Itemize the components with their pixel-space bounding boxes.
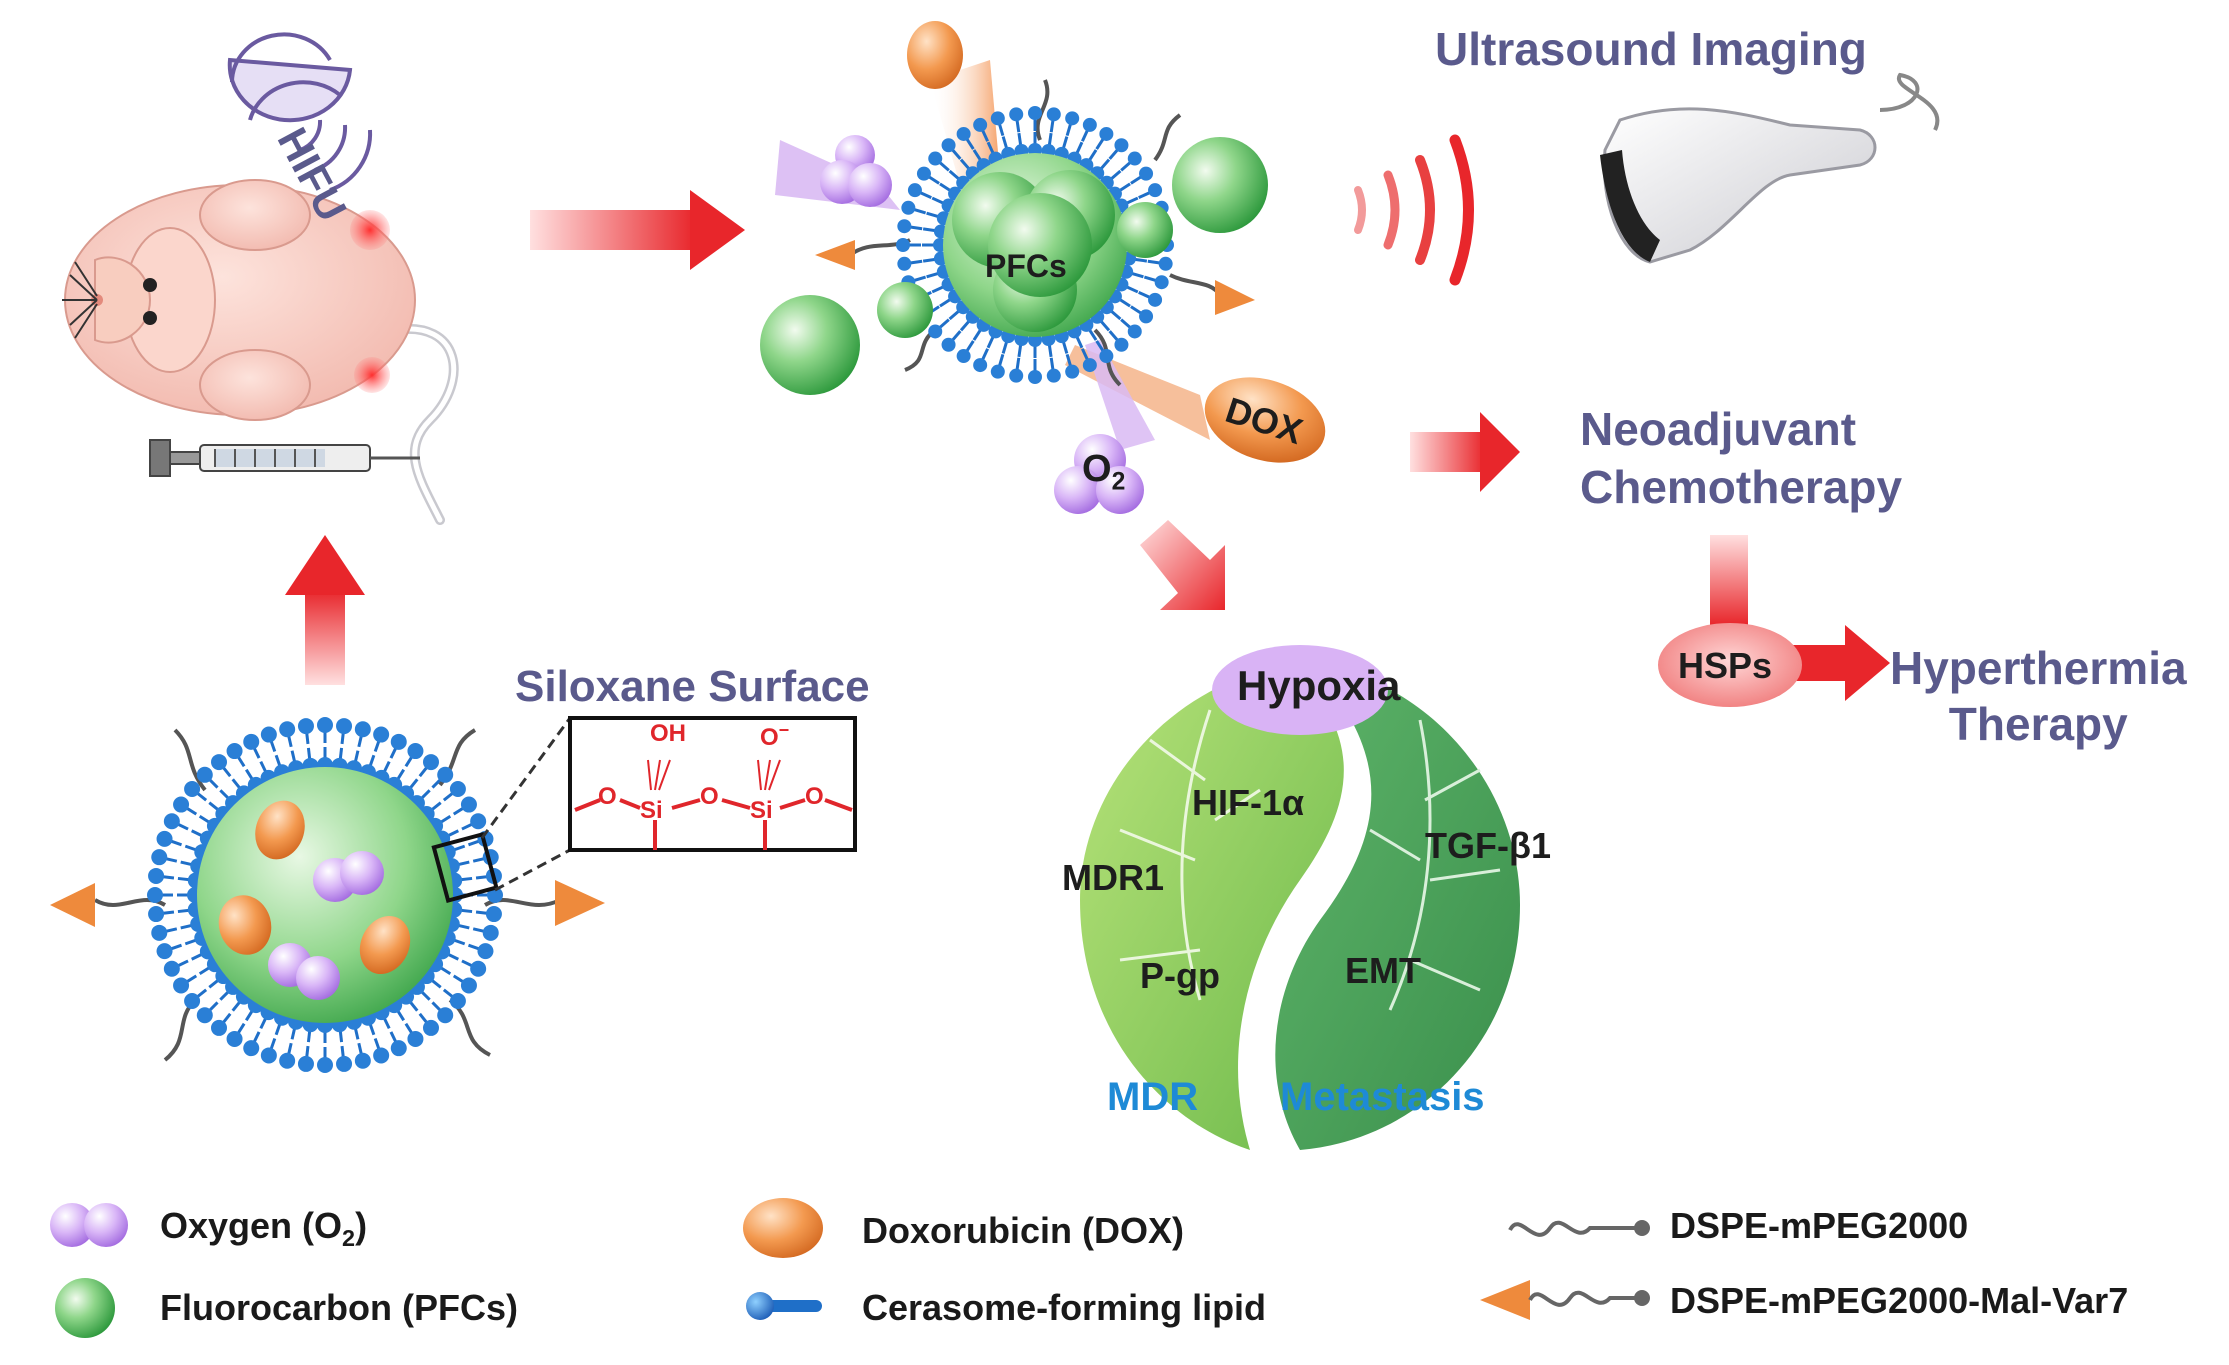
hif-label: HIF-1α xyxy=(1192,782,1305,823)
mdr1-label: MDR1 xyxy=(1062,857,1165,898)
legend-dspe-mal: DSPE-mPEG2000-Mal-Var7 xyxy=(1670,1280,2129,1321)
arrow-down-to-hsps xyxy=(1710,535,1748,625)
hypoxia-label: Hypoxia xyxy=(1237,662,1401,709)
hsps-bubble xyxy=(1658,623,1802,707)
arrow-to-neoadjuvant xyxy=(1410,412,1520,492)
dspe-mal-legend-icon xyxy=(1480,1280,1650,1320)
emt-label: EMT xyxy=(1345,950,1421,991)
tgf-label: TGF-β1 xyxy=(1425,825,1551,866)
chem-oh: OH xyxy=(650,720,686,747)
chem-o-3: O xyxy=(805,783,824,810)
bottom-nanoparticle xyxy=(50,716,857,1073)
syringe-icon xyxy=(149,439,420,477)
hyperthermia-line1: Hyperthermia xyxy=(1890,642,2187,694)
chem-si-2: Si xyxy=(750,797,773,824)
fluorocarbon-legend-icon xyxy=(55,1278,115,1338)
siloxane-inset xyxy=(568,716,857,852)
ultrasound-imaging-label: Ultrasound Imaging xyxy=(1435,23,1867,75)
siloxane-surface-label: Siloxane Surface xyxy=(515,662,870,711)
chem-o-1: O xyxy=(598,783,617,810)
pgp-label: P-gp xyxy=(1140,955,1220,996)
legend-fluorocarbon: Fluorocarbon (PFCs) xyxy=(160,1287,518,1328)
hifu-transducer-icon xyxy=(227,32,373,192)
arrow-to-nanoparticle xyxy=(530,190,745,270)
dspe-legend-icon xyxy=(1508,1220,1650,1237)
o2-label: O2 xyxy=(1082,448,1126,496)
neoadjuvant-label: Neoadjuvant Chemotherapy xyxy=(1580,400,1902,516)
pfcs-label: PFCs xyxy=(985,248,1067,284)
chem-o-minus: O− xyxy=(760,720,790,751)
ultrasound-waves-icon xyxy=(1354,134,1474,286)
doxorubicin-legend-icon xyxy=(743,1198,823,1258)
neoadjuvant-line1: Neoadjuvant xyxy=(1580,403,1857,455)
mdr-label: MDR xyxy=(1107,1075,1199,1119)
chem-o-2: O xyxy=(700,783,719,810)
metastasis-label: Metastasis xyxy=(1280,1075,1485,1119)
legend-cerasome: Cerasome-forming lipid xyxy=(862,1287,1267,1328)
top-nanoparticle xyxy=(760,21,1326,514)
arrow-to-hypoxia xyxy=(1140,520,1225,610)
hsps-label: HSPs xyxy=(1678,645,1773,686)
siloxane-structure xyxy=(574,759,853,850)
legend-dspe: DSPE-mPEG2000 xyxy=(1670,1205,1969,1246)
legend-oxygen: Oxygen (O2) xyxy=(160,1205,368,1252)
mouse-illustration xyxy=(62,179,459,525)
neoadjuvant-line2: Chemotherapy xyxy=(1580,461,1903,513)
cerasome-lipid-legend-icon xyxy=(746,1292,822,1320)
arrow-hsps-to-hyperthermia xyxy=(1790,625,1890,701)
legend-icons xyxy=(50,1198,1650,1338)
hypoxia-leaf-globe xyxy=(1080,645,1520,1150)
chem-si-1: Si xyxy=(640,797,663,824)
hyperthermia-line2: Therapy xyxy=(1948,698,2128,750)
oxygen-legend-icon xyxy=(50,1203,94,1247)
hyperthermia-label: Hyperthermia Therapy xyxy=(1890,640,2187,752)
legend-doxorubicin: Doxorubicin (DOX) xyxy=(862,1210,1184,1251)
arrow-up-to-mouse xyxy=(285,535,365,685)
ultrasound-probe-icon xyxy=(1600,72,1940,264)
